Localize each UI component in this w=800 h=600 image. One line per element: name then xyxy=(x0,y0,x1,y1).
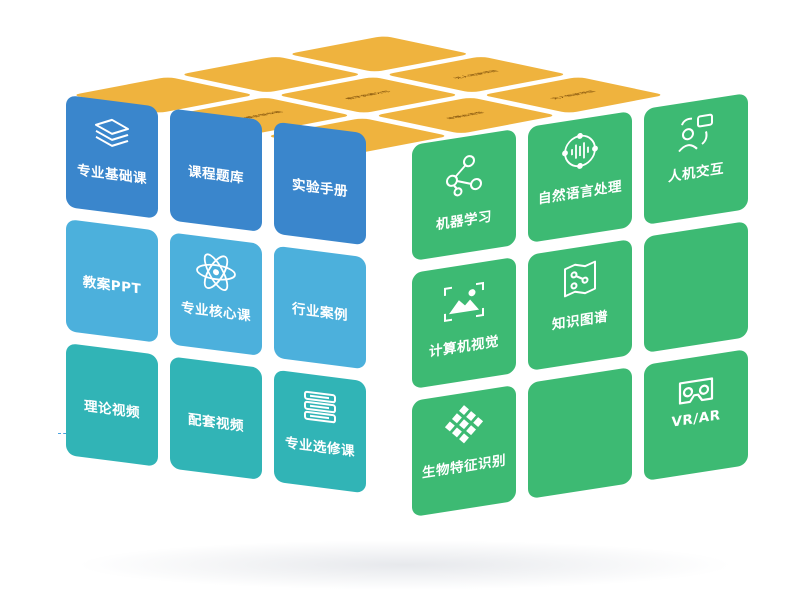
tile-empty-2 xyxy=(528,366,632,500)
top-tile-label: 单模态语音 xyxy=(444,111,487,120)
tile-label: 实验手册 xyxy=(292,177,348,201)
tile-label: 理论视频 xyxy=(84,398,140,422)
tile-lab-manual[interactable]: 实验手册 xyxy=(274,121,366,246)
tile-label: 自然语言处理 xyxy=(538,178,622,208)
atom-icon xyxy=(196,253,236,291)
top-tile-label xyxy=(115,86,211,104)
tile-label: 专业核心课 xyxy=(181,299,251,325)
tile-theory-video[interactable]: 理论视频 xyxy=(66,343,158,467)
image-frame-icon xyxy=(444,281,484,323)
top-tile-label: 无人驾驶项目 xyxy=(451,69,501,80)
tile-supporting-video[interactable]: 配套视频 xyxy=(170,356,262,481)
tile-professional-elective[interactable]: 专业选修课 xyxy=(274,369,366,494)
books-icon xyxy=(304,390,336,424)
nlp-icon xyxy=(562,133,598,169)
tile-label xyxy=(644,272,748,288)
tile-biometric-recognition[interactable]: 生物特征识别 xyxy=(412,384,516,517)
tile-professional-core-course[interactable]: 专业核心课 xyxy=(170,232,262,357)
top-tile-label: 无人驾驶项目 xyxy=(549,90,599,100)
tile-label xyxy=(528,418,632,434)
tile-label: 生物特征识别 xyxy=(422,452,506,482)
tile-empty-1 xyxy=(644,220,748,354)
tile-industry-cases[interactable]: 行业案例 xyxy=(274,245,366,370)
tile-human-computer-interaction[interactable]: 人机交互 xyxy=(644,92,748,226)
tile-label: 人机交互 xyxy=(668,160,724,186)
tile-label: 课程题库 xyxy=(188,163,244,188)
tile-label: 计算机视觉 xyxy=(429,333,499,361)
grid-icon xyxy=(444,405,484,444)
tile-label: 教案PPT xyxy=(82,274,142,298)
tile-label: 机器学习 xyxy=(436,208,492,234)
tile-computer-vision[interactable]: 计算机视觉 xyxy=(412,256,516,389)
tile-label: 行业案例 xyxy=(292,301,348,325)
layers-icon xyxy=(95,118,129,147)
cube-shadow xyxy=(75,540,735,590)
tile-label: 知识图谱 xyxy=(552,308,608,334)
graph-map-icon xyxy=(564,260,596,298)
hci-icon xyxy=(678,113,713,153)
vr-goggles-icon xyxy=(678,377,714,405)
tile-lesson-ppt[interactable]: 教案PPT xyxy=(66,219,158,343)
nodes-icon xyxy=(446,155,482,197)
tile-natural-language-processing[interactable]: 自然语言处理 xyxy=(528,110,632,244)
tile-knowledge-graph[interactable]: 知识图谱 xyxy=(528,238,632,372)
tile-professional-basic-course[interactable]: 专业基础课 xyxy=(66,95,158,219)
tile-label: 配套视频 xyxy=(188,411,244,436)
tile-label: 专业选修课 xyxy=(285,435,355,460)
top-tile-label: 教学资源分布 xyxy=(343,90,393,100)
tile-course-question-bank[interactable]: 课程题库 xyxy=(170,108,262,233)
tile-vr-ar[interactable]: VR/AR xyxy=(644,348,748,482)
top-tile-label xyxy=(223,65,319,83)
tile-machine-learning[interactable]: 机器学习 xyxy=(412,128,516,261)
tile-label: 专业基础课 xyxy=(77,162,147,188)
top-tile-label xyxy=(331,45,427,63)
tile-label: VR/AR xyxy=(671,407,721,431)
